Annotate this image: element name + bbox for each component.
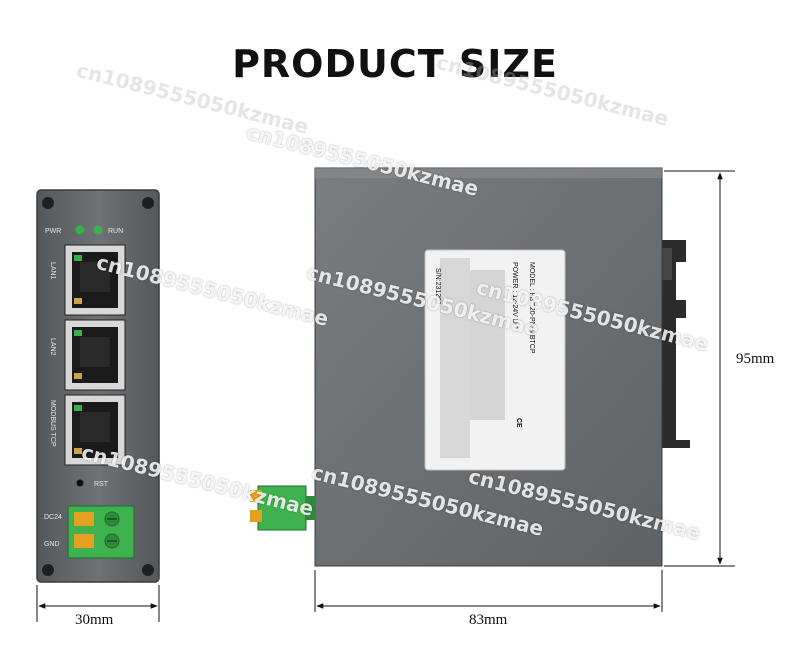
front-panel: PWR RUN LAN1 LAN2 MODBUS TCP RST DC24 GN…	[36, 189, 160, 583]
side-width-label: 83mm	[469, 612, 508, 628]
terminal-plus-label: DC24	[44, 514, 62, 521]
port3-label: MODBUS TCP	[49, 400, 56, 447]
screw-icon	[42, 197, 54, 209]
front-width-dimension	[36, 585, 160, 622]
terminal-block	[67, 505, 135, 559]
side-view: MODEL : FBG20-PN-MBTCP POWER : 12-24V DC…	[250, 167, 690, 567]
led-pwr-label: PWR	[45, 228, 61, 235]
front-width-label: 30mm	[75, 612, 114, 628]
port2-label: LAN2	[49, 338, 56, 356]
port1-label: LAN1	[49, 262, 56, 280]
reset-label: RST	[94, 481, 109, 488]
led-run-icon	[93, 225, 103, 235]
side-width-dimension	[314, 570, 663, 612]
label-model: MODEL : FBG20-PN-MBTCP	[528, 262, 535, 354]
ce-mark: CE	[515, 418, 522, 428]
page-title: PRODUCT SIZE	[232, 42, 558, 86]
led-run-label: RUN	[108, 228, 123, 235]
label-serial: S/N:231201	[434, 268, 441, 305]
terminal-minus-label: GND	[44, 541, 60, 548]
reset-button-icon	[76, 479, 84, 487]
led-pwr-icon	[75, 225, 85, 235]
side-height-dimension	[664, 170, 735, 567]
label-power: POWER : 12-24V DC	[511, 262, 518, 329]
side-height-label: 95mm	[736, 351, 775, 367]
